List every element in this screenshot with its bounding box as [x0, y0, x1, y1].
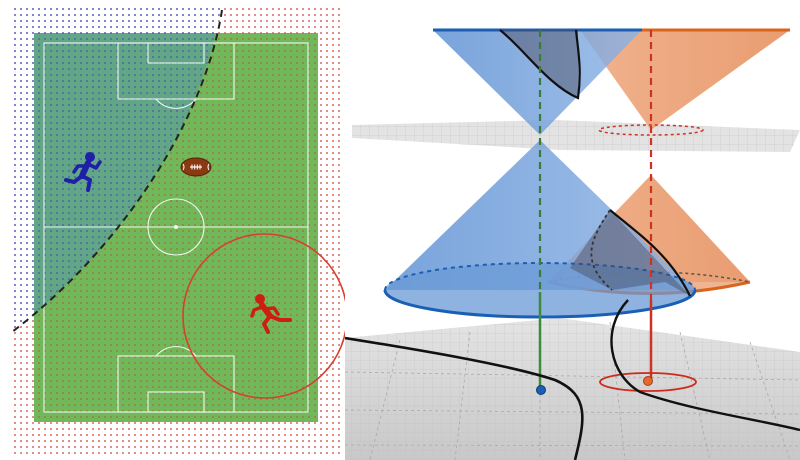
blue-player-ground-point — [536, 385, 546, 395]
ground-plane — [345, 318, 800, 460]
dominance-boundary-curve — [11, 9, 223, 333]
red-player-ground-point — [643, 376, 653, 386]
middle-plane — [352, 120, 800, 152]
red-influence-circle — [182, 233, 345, 399]
ground-boundary-curve-right — [610, 299, 800, 432]
blue-player-icon — [64, 152, 102, 192]
blue-cone-upper — [433, 28, 642, 135]
lower-boundary-dotted — [590, 209, 613, 291]
field-diagram — [10, 8, 345, 454]
lower-boundary-curve — [609, 209, 691, 297]
football-icon — [180, 157, 212, 177]
red-player-ground-circle — [599, 372, 697, 392]
red-player-icon — [250, 294, 292, 334]
ground-boundary-curve — [345, 336, 584, 460]
upper-boundary-curve — [499, 29, 581, 100]
cones-3d-diagram — [345, 28, 800, 460]
field-markings — [43, 42, 309, 413]
